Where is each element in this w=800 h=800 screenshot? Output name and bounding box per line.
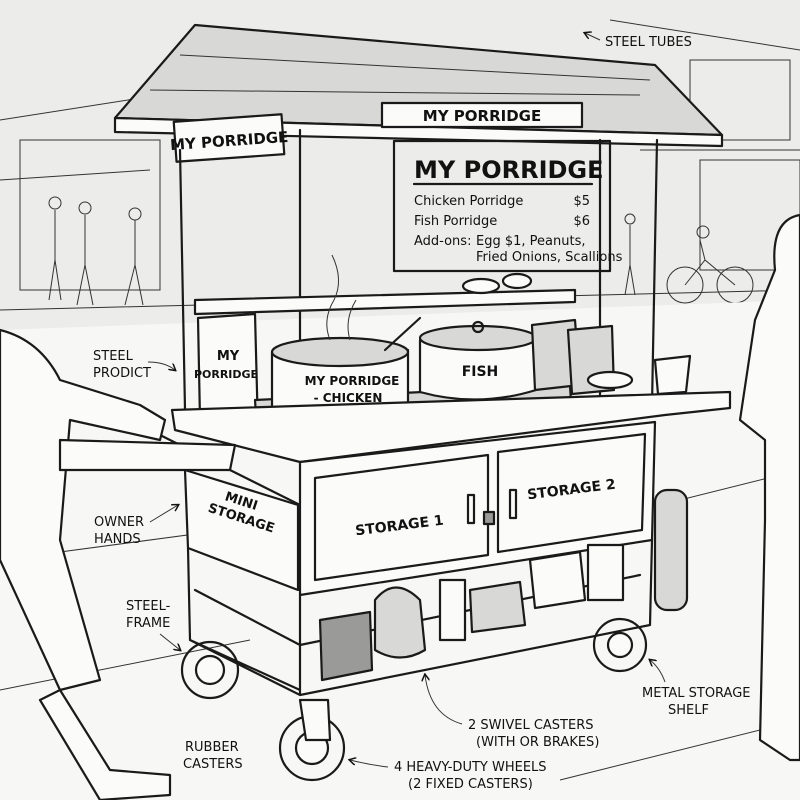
callout-heavy-duty-wheels: (2 FIXED CASTERS) [408,777,533,792]
ingredient-bags [530,318,692,396]
owner-figure [0,328,237,800]
menu-item-name: Chicken Porridge [414,194,523,209]
wheel-rear-right [592,617,648,673]
menu-addons-line1: Egg $1, Peanuts, [476,234,585,249]
upper-shelf: MY PORRIDGE [193,272,577,432]
menu-item-price: $6 [573,214,590,229]
callout-owner-hands: OWNER [94,515,144,530]
callout-swivel-casters: 2 SWIVEL CASTERS [468,718,594,733]
gas-cylinder [653,488,689,612]
side-sign [172,113,286,163]
menu-board: MY PORRIDGE Chicken Porridge $5 Fish Por… [392,139,623,273]
menu-item-price: $5 [573,194,590,209]
callouts: STEEL TUBES STEEL PRODICT OWNER HANDS ST… [93,33,751,792]
menu-addons-line2: Fried Onions, Scallions [476,250,623,265]
door-handle [508,488,518,520]
side-panel-text: PORRIDGE [194,368,258,381]
callout-rubber-casters: RUBBER [185,740,239,755]
callout-steel-tubes: STEEL TUBES [605,35,692,50]
pot-label: FISH [462,364,499,380]
storage-door-2[interactable] [496,432,647,554]
wheel-rear-left [180,640,240,700]
menu-title: MY PORRIDGE [414,156,604,184]
callout-rubber-casters: CASTERS [183,757,243,772]
callout-metal-shelf: SHELF [668,703,709,718]
callout-steel-frame: STEEL- [126,599,171,614]
canopy: MY PORRIDGE MY PORRIDGE [113,23,724,163]
callout-owner-hands: HANDS [94,532,141,547]
metal-storage-shelf [186,488,689,697]
callout-steel-prodict: PRODICT [93,366,151,381]
padlock-icon [482,510,496,526]
wheel-front-left [278,698,346,782]
callout-steel-frame: FRAME [126,616,170,631]
roof-sign-text: MY PORRIDGE [423,107,541,125]
pot-chicken: MY PORRIDGE - CHICKEN [270,254,422,417]
menu-addons-label: Add-ons: [414,234,471,249]
mini-storage-panel [183,468,300,592]
steel-tube-posts [178,128,659,462]
door-handle [466,493,476,525]
side-panel-text: MY [217,349,240,364]
callout-swivel-casters: (WITH OR BRAKES) [476,735,599,750]
callout-heavy-duty-wheels: 4 HEAVY-DUTY WHEELS [394,760,547,775]
cabinet: MINI STORAGE STORAGE 1 STORAGE 2 [183,420,657,597]
roof-sign [380,101,584,129]
callout-steel-prodict: STEEL [93,349,134,364]
menu-item-name: Fish Porridge [414,214,497,229]
pot-label: - CHICKEN [314,391,383,405]
pot-label: MY PORRIDGE [305,374,400,388]
callout-metal-shelf: METAL STORAGE [642,686,751,701]
customer-figure [738,213,800,762]
storage-door-1[interactable] [313,453,490,582]
wheels [180,617,648,782]
pot-fish: FISH [418,320,538,401]
